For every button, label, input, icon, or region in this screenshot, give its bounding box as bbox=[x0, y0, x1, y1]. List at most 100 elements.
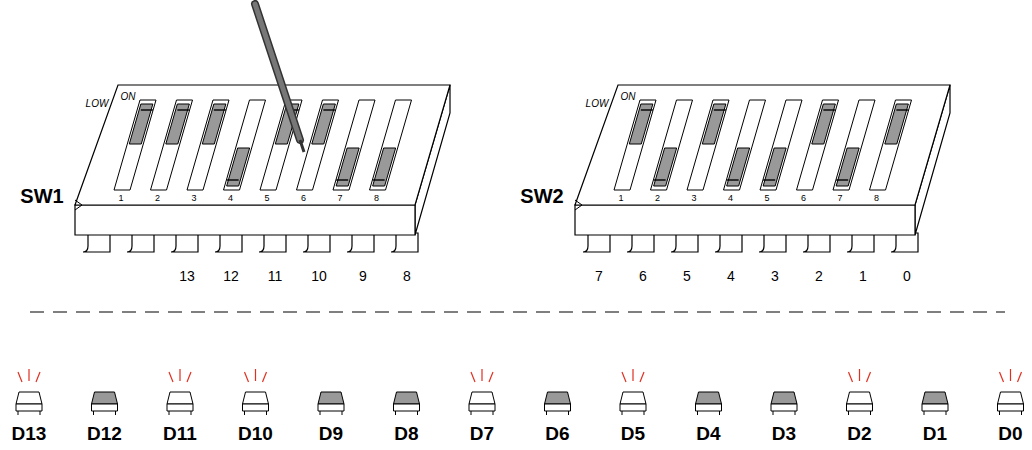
led-top bbox=[847, 392, 873, 404]
switch-slider bbox=[227, 148, 250, 186]
led-leg bbox=[644, 411, 645, 415]
switch-slider bbox=[166, 104, 190, 144]
led-leg bbox=[773, 411, 774, 415]
led-front bbox=[922, 404, 948, 411]
led-leg bbox=[417, 411, 418, 415]
switch-notch bbox=[75, 200, 82, 210]
led-leg bbox=[924, 411, 925, 415]
led-top bbox=[922, 392, 948, 404]
led-leg bbox=[93, 411, 94, 415]
led-front bbox=[620, 404, 646, 411]
pin-number: 11 bbox=[268, 269, 283, 283]
slider-ridge bbox=[214, 109, 226, 110]
slider-ridge bbox=[654, 179, 666, 180]
switch-slot bbox=[370, 100, 412, 190]
switch-pin bbox=[171, 233, 198, 252]
switch-slider bbox=[129, 104, 153, 144]
pin-number: 5 bbox=[683, 269, 691, 283]
led-name: D13 bbox=[12, 424, 47, 443]
led-leg bbox=[870, 411, 871, 415]
switch-slider bbox=[836, 148, 859, 186]
led-leg bbox=[493, 411, 494, 415]
light-ray bbox=[1000, 372, 1004, 382]
led-name: D0 bbox=[998, 424, 1022, 443]
switch-front bbox=[575, 205, 915, 235]
switch-position-number: 2 bbox=[155, 194, 160, 203]
light-ray bbox=[179, 369, 180, 381]
led-leg bbox=[999, 411, 1000, 415]
switch-pin bbox=[127, 233, 154, 252]
switch-pin bbox=[891, 233, 918, 252]
switch-slider bbox=[727, 148, 750, 186]
led-leg bbox=[342, 411, 343, 415]
switch-position-number: 7 bbox=[837, 194, 842, 203]
light-ray bbox=[632, 369, 633, 381]
led-top bbox=[318, 392, 344, 404]
light-ray bbox=[622, 372, 626, 382]
switch-low-mark: LOW bbox=[586, 99, 609, 109]
slider-ridge bbox=[141, 109, 153, 110]
light-ray bbox=[867, 372, 871, 382]
led-front bbox=[998, 404, 1024, 411]
pin-number: 2 bbox=[815, 269, 823, 283]
led-leg bbox=[320, 411, 321, 415]
switch-pin bbox=[259, 233, 286, 252]
light-ray bbox=[859, 369, 860, 381]
led-leg bbox=[471, 411, 472, 415]
switch-pin bbox=[627, 233, 654, 252]
switch-pin bbox=[83, 233, 110, 252]
switch-slot bbox=[297, 100, 339, 190]
dip-switches bbox=[75, 85, 950, 252]
light-ray bbox=[18, 372, 22, 382]
light-ray bbox=[481, 369, 482, 381]
switch-slot bbox=[797, 100, 839, 190]
pin-number: 13 bbox=[179, 269, 195, 283]
led-front bbox=[545, 404, 571, 411]
led-name: D1 bbox=[923, 424, 947, 443]
switch-position-number: 8 bbox=[874, 194, 879, 203]
led-front bbox=[243, 404, 269, 411]
pin-number: 12 bbox=[223, 269, 239, 283]
pin-number: 8 bbox=[403, 269, 411, 283]
led-name: D5 bbox=[621, 424, 645, 443]
switch-pin bbox=[303, 233, 330, 252]
switch-pin bbox=[759, 233, 786, 252]
led-leg bbox=[395, 411, 396, 415]
divider-line bbox=[30, 311, 1005, 312]
switch-slot bbox=[724, 100, 766, 190]
light-ray bbox=[849, 372, 853, 382]
pin-number: 1 bbox=[859, 269, 867, 283]
led-name: D8 bbox=[394, 424, 418, 443]
led-leg bbox=[191, 411, 192, 415]
led-front bbox=[394, 404, 420, 411]
led-top bbox=[469, 392, 495, 404]
switch-position-number: 6 bbox=[801, 194, 806, 203]
led-name: D12 bbox=[87, 424, 122, 443]
led-leg bbox=[697, 411, 698, 415]
light-ray bbox=[471, 372, 475, 382]
pin-number: 0 bbox=[903, 269, 911, 283]
led-top bbox=[545, 392, 571, 404]
slider-ridge bbox=[373, 179, 385, 180]
led-name: D9 bbox=[319, 424, 343, 443]
led-leg bbox=[546, 411, 547, 415]
switch-slot bbox=[833, 100, 875, 190]
led-leg bbox=[568, 411, 569, 415]
switch-name: SW2 bbox=[520, 186, 563, 206]
light-ray bbox=[1010, 369, 1011, 381]
switch-slot bbox=[224, 100, 266, 190]
led-top bbox=[998, 392, 1024, 404]
led-top bbox=[394, 392, 420, 404]
pin-number: 9 bbox=[359, 269, 367, 283]
led-front bbox=[469, 404, 495, 411]
pin-number: 4 bbox=[727, 269, 735, 283]
switch-position-number: 6 bbox=[301, 194, 306, 203]
led-front bbox=[167, 404, 193, 411]
switch-on-mark: ON bbox=[121, 92, 136, 102]
switch-front bbox=[75, 205, 415, 235]
light-ray bbox=[640, 372, 644, 382]
switch-position-number: 4 bbox=[228, 194, 233, 203]
led-leg bbox=[244, 411, 245, 415]
switch-name: SW1 bbox=[20, 186, 63, 206]
